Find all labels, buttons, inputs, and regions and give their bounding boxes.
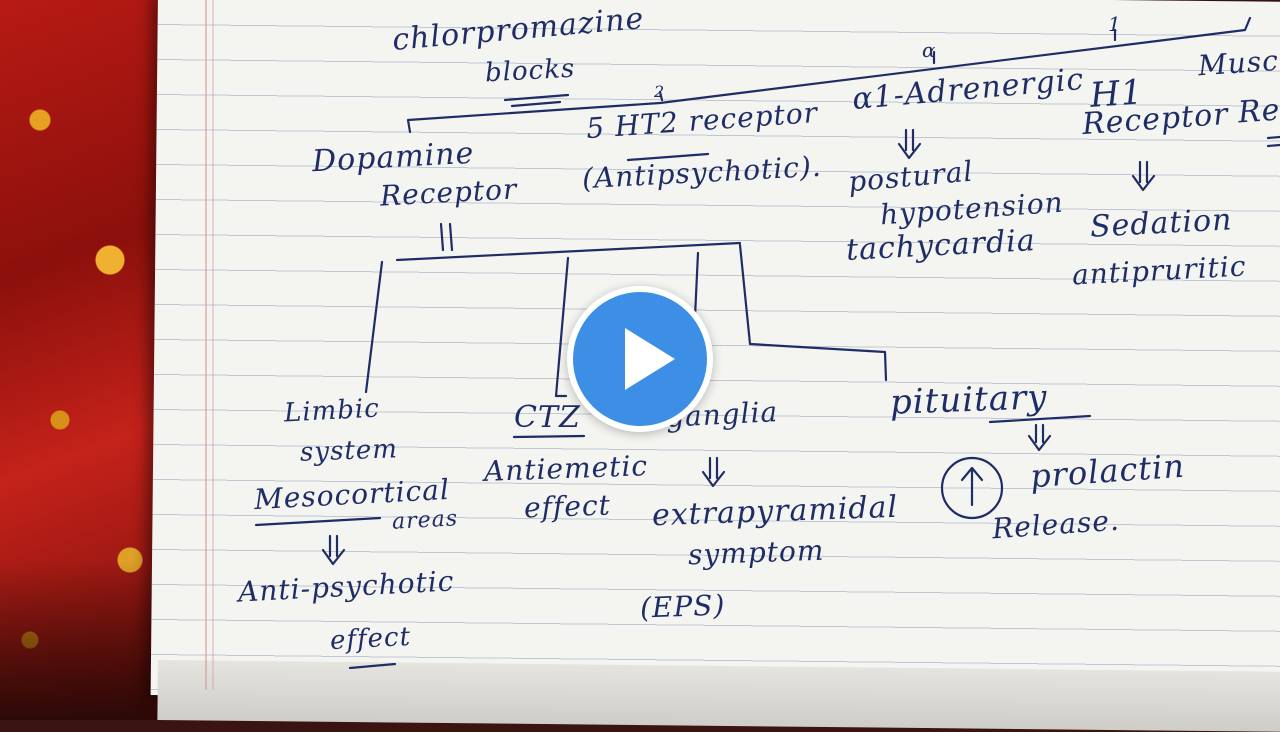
dopamine-branch: [395, 241, 742, 262]
up-arrow: [960, 466, 984, 507]
play-button[interactable]: [567, 286, 713, 432]
note-tick-alpha: α: [922, 38, 937, 62]
arrow-alpha: [897, 128, 922, 160]
arrow-limbic: [321, 534, 346, 566]
limbic-effect-2: effect: [329, 621, 412, 657]
branch-pituitary: [738, 243, 888, 382]
top-bracket: [406, 16, 1252, 134]
branch-mesocortical-areas: areas: [391, 506, 459, 535]
effect-underline: [348, 662, 397, 670]
tick-5ht2: [658, 90, 664, 102]
arrow-basal: [701, 456, 726, 488]
ht2-underline: [626, 152, 710, 162]
h1-effect-1: Sedation: [1089, 202, 1234, 245]
ctz-effect-2: effect: [523, 488, 612, 525]
pituitary-underline: [988, 414, 1092, 424]
ctz-underline: [512, 434, 586, 439]
arrow-h1: [1131, 160, 1156, 192]
branch-pituitary-label: pituitary: [889, 377, 1049, 423]
basal-effect-eps: (EPS): [639, 588, 726, 625]
circled-up-arrow: [940, 456, 1004, 520]
branch-ctz-label: CTZ: [514, 400, 581, 435]
note-blocks: blocks: [484, 53, 577, 89]
ctz-effect: Antiemetic: [483, 449, 649, 488]
branch-limbic-label: Limbic: [283, 393, 381, 429]
blocks-underline: [503, 93, 570, 108]
dopamine-arrow: [439, 222, 454, 252]
note-tick-1: 1: [1108, 12, 1122, 36]
branch-limbic: [364, 260, 384, 394]
receptor-muscarinic: Musca: [1196, 42, 1280, 83]
receptor-muscarinic-label: Re: [1236, 92, 1280, 131]
branch-limbic-label-2: system: [299, 434, 399, 468]
branch-ctz: [554, 256, 570, 398]
arrow-pituitary: [1027, 423, 1052, 452]
mesocortical-underline: [254, 516, 382, 527]
muscarinic-equals: [1266, 135, 1280, 148]
margin-line: [212, 0, 214, 690]
basal-effect-2: symptom: [687, 533, 825, 572]
margin-line: [205, 0, 207, 690]
note-tick-2: 2: [654, 82, 666, 101]
play-icon: [625, 328, 675, 390]
